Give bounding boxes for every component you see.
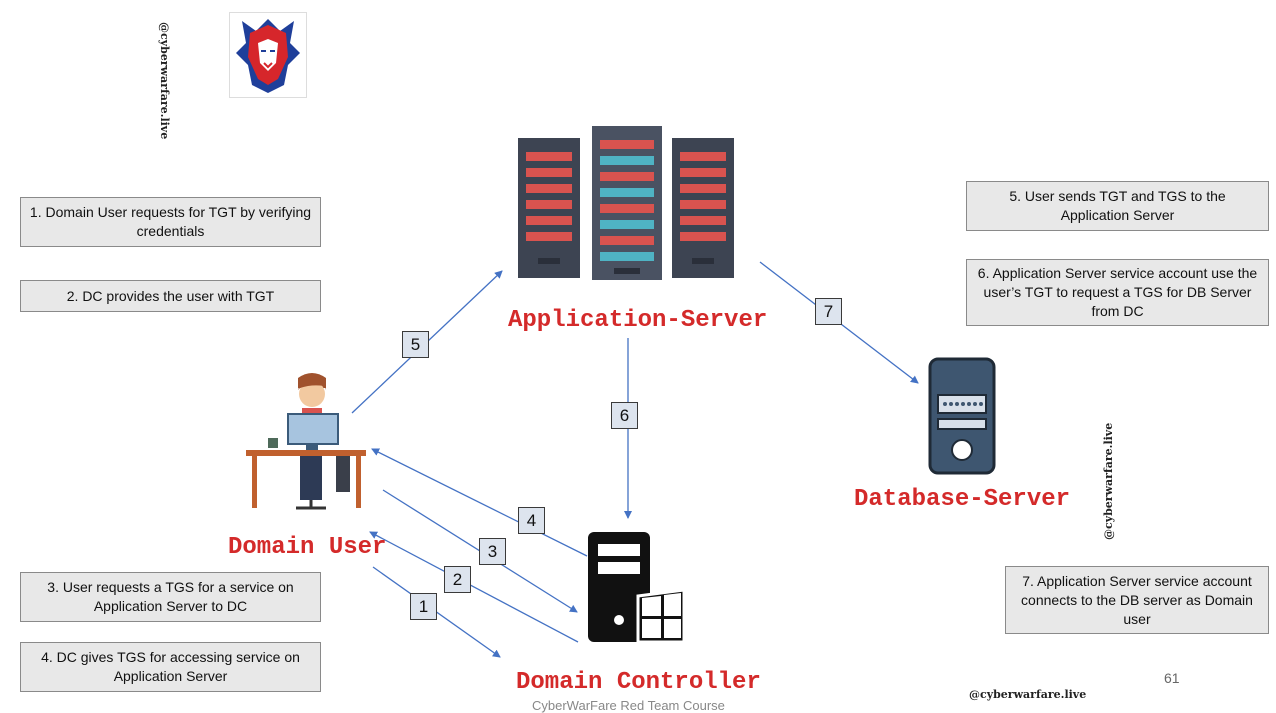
step-badge-6: 6 [611, 402, 638, 429]
domain-controller-icon [586, 530, 686, 651]
step-badge-2: 2 [444, 566, 471, 593]
domain-controller-label: Domain Controller [516, 669, 761, 696]
note-step-7: 7. Application Server service account co… [1005, 566, 1269, 634]
page-number: 61 [1164, 670, 1180, 686]
database-server-label: Database-Server [854, 486, 1071, 513]
note-step-3: 3. User requests a TGS for a service on … [20, 572, 321, 622]
note-step-2: 2. DC provides the user with TGT [20, 280, 321, 312]
database-server-icon [928, 357, 996, 480]
step-badge-3: 3 [479, 538, 506, 565]
watermark-right: @cyberwarfare.live [1102, 422, 1115, 540]
step-badge-1: 1 [410, 593, 437, 620]
watermark-bottom-right: @cyberwarfare.live [969, 688, 1087, 701]
note-step-4: 4. DC gives TGS for accessing service on… [20, 642, 321, 692]
step-badge-4: 4 [518, 507, 545, 534]
domain-user-icon [246, 368, 370, 523]
footer-course-name: CyberWarFare Red Team Course [532, 698, 725, 713]
note-step-1: 1. Domain User requests for TGT by verif… [20, 197, 321, 247]
note-step-6: 6. Application Server service account us… [966, 259, 1269, 326]
step-badge-5: 5 [402, 331, 429, 358]
domain-user-label: Domain User [228, 534, 387, 561]
application-server-icon [516, 124, 736, 289]
arrow-step-4 [371, 448, 588, 557]
watermark-top-left: @cyberwarfare.live [158, 22, 171, 140]
note-step-5: 5. User sends TGT and TGS to the Applica… [966, 181, 1269, 231]
arrow-step-2 [369, 531, 579, 643]
application-server-label: Application-Server [508, 307, 768, 334]
lion-logo [229, 12, 307, 98]
step-badge-7: 7 [815, 298, 842, 325]
